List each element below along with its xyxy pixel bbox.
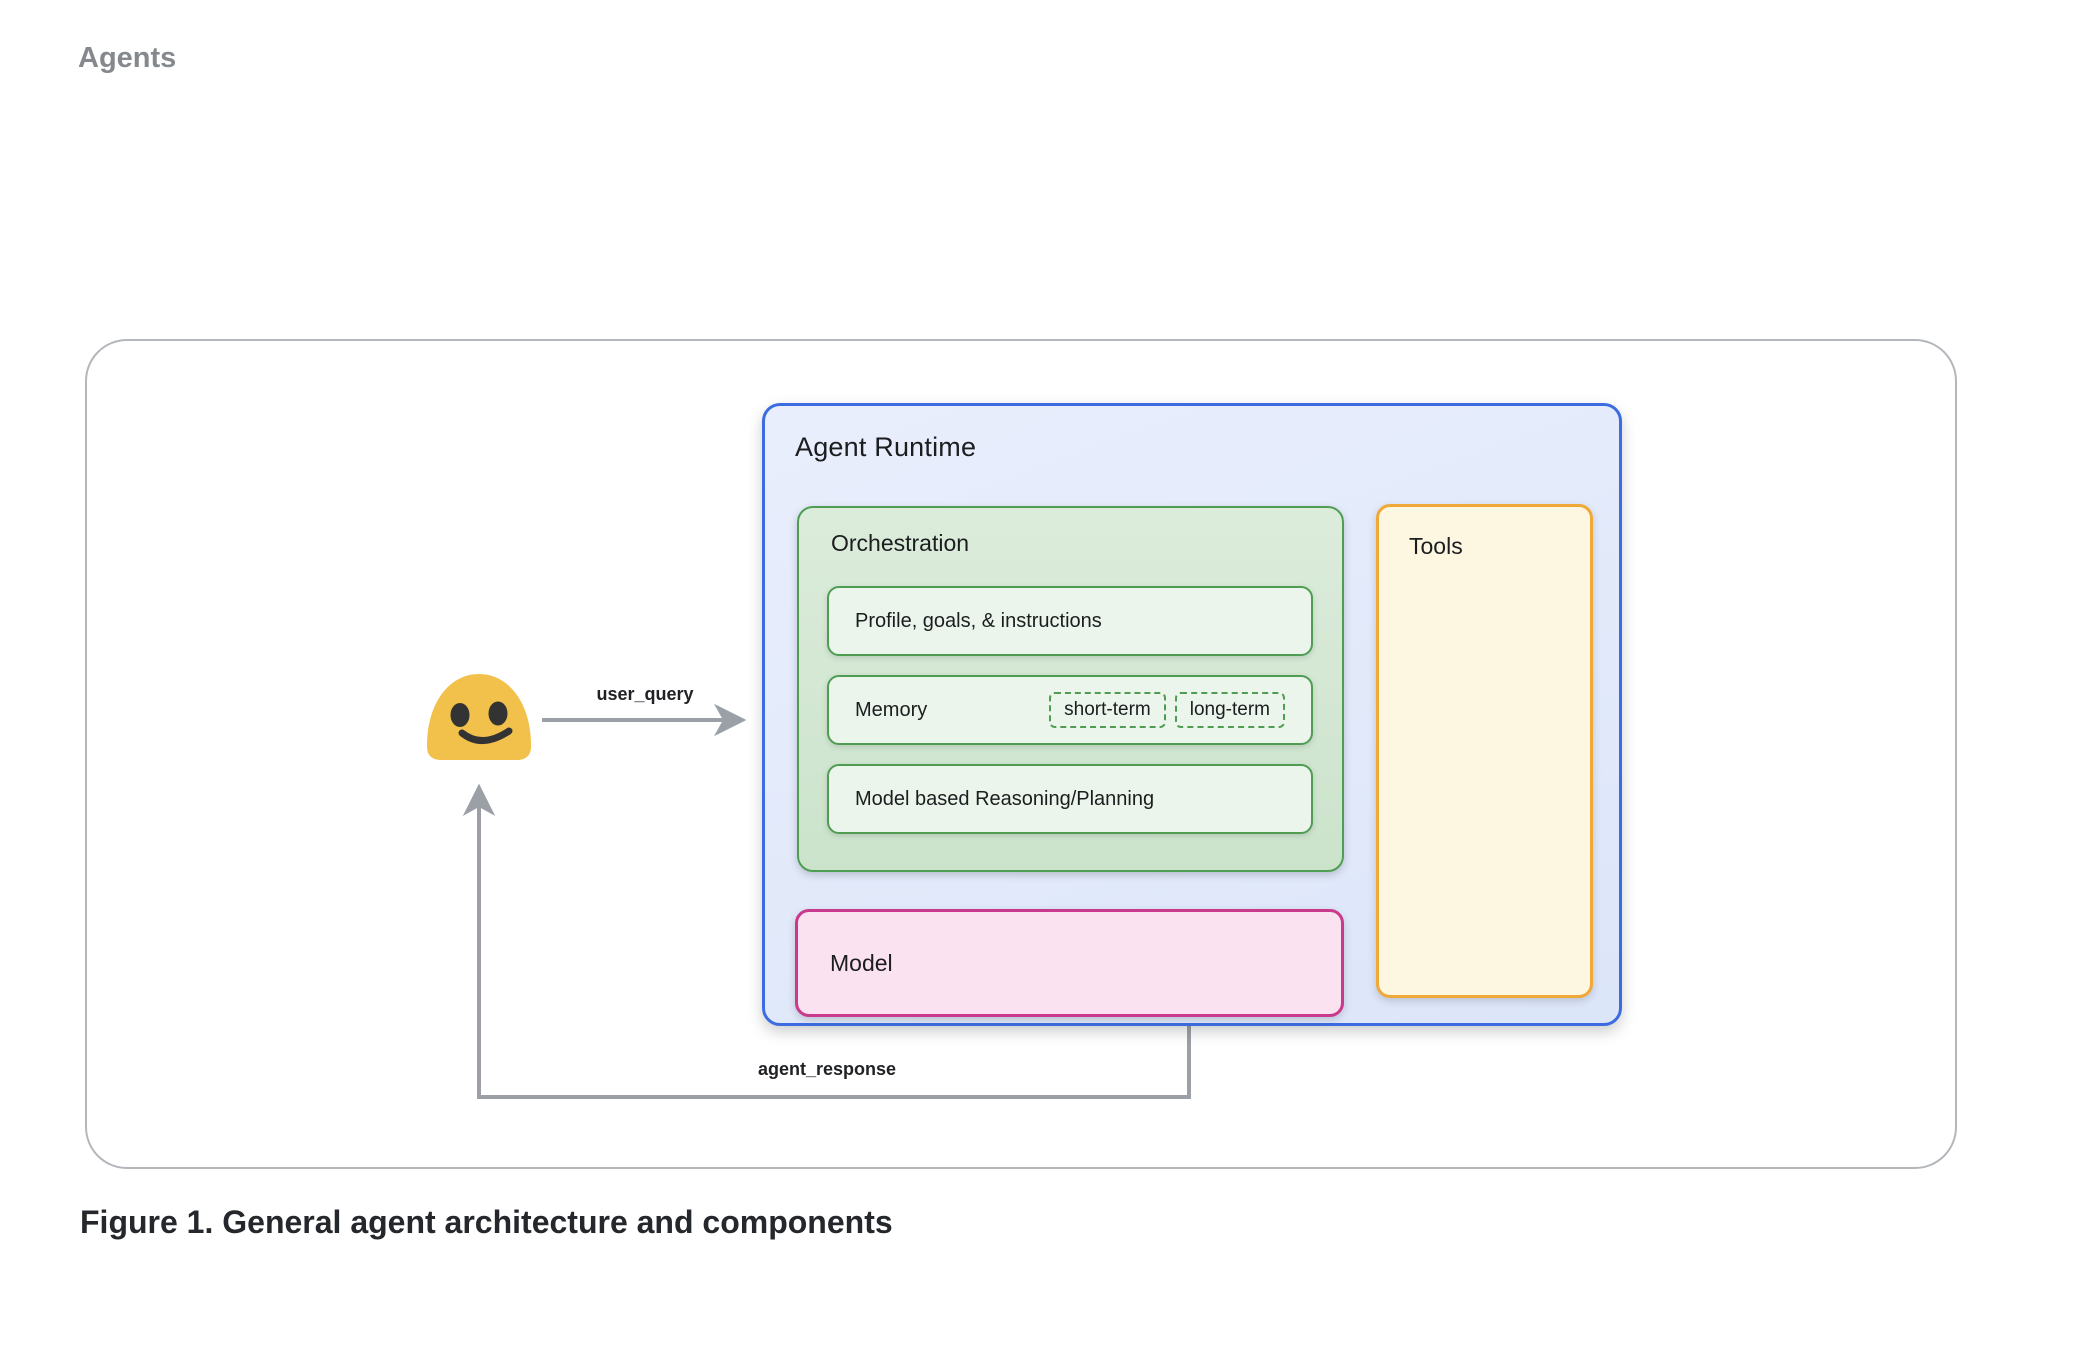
tools-label: Tools — [1409, 533, 1463, 559]
memory-tags: short-term long-term — [1049, 692, 1285, 728]
orchestration-box: Orchestration Profile, goals, & instruct… — [797, 506, 1344, 872]
reasoning-planning-label: Model based Reasoning/Planning — [855, 787, 1155, 810]
agent-runtime-title: Agent Runtime — [795, 432, 977, 462]
agent-runtime-box: Agent Runtime Orchestration Profile, goa… — [762, 403, 1622, 1026]
agent-response-label: agent_response — [758, 1059, 897, 1079]
reasoning-planning-box: Model based Reasoning/Planning — [827, 764, 1313, 834]
long-term-memory-tag: long-term — [1174, 692, 1285, 728]
figure-caption: Figure 1. General agent architecture and… — [80, 1204, 893, 1240]
short-term-memory-tag: short-term — [1049, 692, 1166, 728]
profile-goals-instructions-box: Profile, goals, & instructions — [827, 586, 1313, 656]
memory-box: Memory short-term long-term — [827, 675, 1313, 745]
section-heading: Agents — [78, 42, 177, 74]
user-query-label: user_query — [596, 684, 694, 704]
user-emoji-icon — [427, 674, 531, 760]
model-box: Model — [795, 909, 1344, 1017]
orchestration-title: Orchestration — [831, 530, 970, 556]
memory-label: Memory — [855, 698, 928, 721]
model-label: Model — [830, 949, 893, 976]
tools-box: Tools — [1376, 504, 1593, 998]
profile-goals-instructions-label: Profile, goals, & instructions — [855, 609, 1102, 632]
